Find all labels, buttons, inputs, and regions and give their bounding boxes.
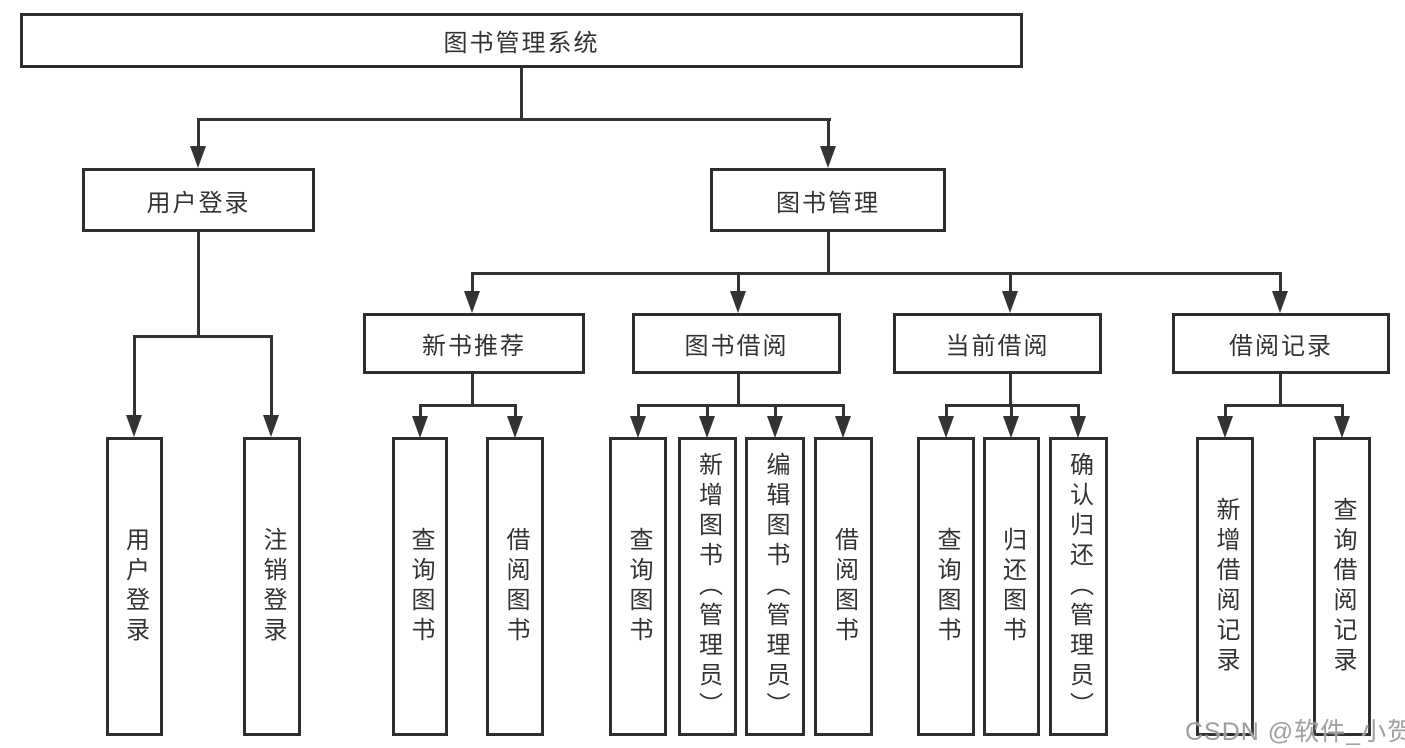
arrow-down-icon — [1003, 416, 1019, 438]
arrow-down-icon — [1002, 291, 1018, 313]
connector-line — [419, 404, 422, 418]
node-label: 查询图书 — [933, 526, 960, 647]
node-label: 用户登录 — [121, 526, 149, 647]
node-add-borrow-record: 新增借阅记录 — [1196, 437, 1254, 736]
node-label: 归还图书 — [998, 526, 1026, 647]
connector-line — [706, 404, 709, 418]
node-new-book-recommend: 新书推荐 — [363, 313, 585, 374]
node-label: 编辑图书（管理员） — [762, 451, 789, 722]
connector-line — [637, 404, 640, 418]
node-confirm-return-admin: 确认归还（管理员） — [1049, 437, 1108, 736]
connector-line — [945, 404, 948, 418]
node-book-borrowing: 图书借阅 — [632, 313, 841, 374]
arrow-down-icon — [1070, 416, 1086, 438]
arrow-down-icon — [412, 416, 428, 438]
node-borrow-records: 借阅记录 — [1172, 313, 1390, 374]
connector-line — [419, 404, 517, 407]
connector-line — [1009, 272, 1012, 293]
node-current-borrowing: 当前借阅 — [893, 313, 1102, 374]
node-edit-book-admin: 编辑图书（管理员） — [745, 437, 805, 736]
connector-line — [133, 335, 136, 417]
node-label: 借阅记录 — [1229, 333, 1333, 360]
arrow-down-icon — [507, 416, 523, 438]
node-label: 新书推荐 — [422, 333, 526, 360]
node-add-book-admin: 新增图书（管理员） — [678, 437, 737, 736]
connector-line — [774, 404, 777, 418]
node-label: 用户登录 — [146, 189, 251, 217]
node-borrow-book-leaf: 借阅图书 — [814, 437, 873, 736]
arrow-down-icon — [263, 415, 279, 437]
node-logout-leaf: 注销登录 — [243, 437, 301, 736]
node-label: 图书管理 — [776, 189, 880, 217]
connector-line — [197, 232, 200, 336]
node-borrow-book-recommend: 借阅图书 — [486, 437, 544, 736]
connector-line — [471, 374, 474, 406]
connector-line — [737, 272, 740, 293]
arrow-down-icon — [464, 291, 480, 313]
node-label: 新增图书（管理员） — [694, 451, 722, 722]
connector-line — [1009, 374, 1012, 406]
node-library-system: 图书管理系统 — [20, 13, 1023, 68]
connector-line — [471, 272, 474, 293]
node-book-management: 图书管理 — [710, 168, 946, 232]
node-label: 查询借阅记录 — [1329, 496, 1356, 677]
arrow-down-icon — [190, 146, 206, 168]
arrow-down-icon — [1217, 416, 1233, 438]
arrow-down-icon — [126, 415, 142, 437]
connector-line — [1224, 404, 1344, 407]
connector-line — [197, 118, 831, 121]
node-label: 当前借阅 — [945, 333, 1050, 360]
arrow-down-icon — [730, 291, 746, 313]
arrow-down-icon — [820, 146, 836, 168]
node-user-login-leaf: 用户登录 — [106, 437, 163, 736]
arrow-down-icon — [938, 416, 954, 438]
node-label: 查询图书 — [407, 526, 434, 647]
arrow-down-icon — [1334, 416, 1350, 438]
connector-line — [270, 335, 273, 417]
node-query-borrow-record: 查询借阅记录 — [1313, 437, 1371, 736]
node-return-book: 归还图书 — [983, 437, 1040, 736]
node-label: 查询图书 — [625, 526, 652, 647]
connector-line — [133, 335, 273, 338]
connector-line — [520, 68, 523, 119]
arrow-down-icon — [835, 416, 851, 438]
connector-line — [1010, 404, 1013, 418]
connector-line — [827, 118, 830, 148]
arrow-down-icon — [630, 416, 646, 438]
node-label: 图书借阅 — [684, 333, 789, 360]
arrow-down-icon — [767, 416, 783, 438]
connector-line — [637, 404, 845, 407]
connector-line — [1224, 404, 1227, 418]
node-label: 新增借阅记录 — [1212, 496, 1239, 677]
node-user-login: 用户登录 — [82, 168, 315, 232]
connector-line — [197, 118, 200, 148]
connector-line — [1341, 404, 1344, 418]
node-label: 借阅图书 — [830, 526, 858, 647]
node-label: 借阅图书 — [502, 526, 529, 647]
connector-line — [827, 232, 830, 273]
connector-line — [1279, 374, 1282, 406]
node-label: 注销登录 — [259, 526, 286, 647]
csdn-watermark: CSDN @软件_小贺同学 — [1185, 718, 1405, 746]
connector-line — [514, 404, 517, 418]
connector-line — [737, 374, 740, 406]
arrow-down-icon — [1272, 291, 1288, 313]
arrow-down-icon — [699, 416, 715, 438]
node-query-book-borrowing: 查询图书 — [609, 437, 667, 736]
node-query-book-recommend: 查询图书 — [392, 437, 448, 736]
node-query-book-current: 查询图书 — [917, 437, 975, 736]
node-label: 图书管理系统 — [443, 30, 600, 57]
connector-line — [471, 272, 1282, 275]
connector-line — [842, 404, 845, 418]
connector-line — [1077, 404, 1080, 418]
node-label: 确认归还（管理员） — [1065, 451, 1093, 722]
connector-line — [1279, 272, 1282, 293]
